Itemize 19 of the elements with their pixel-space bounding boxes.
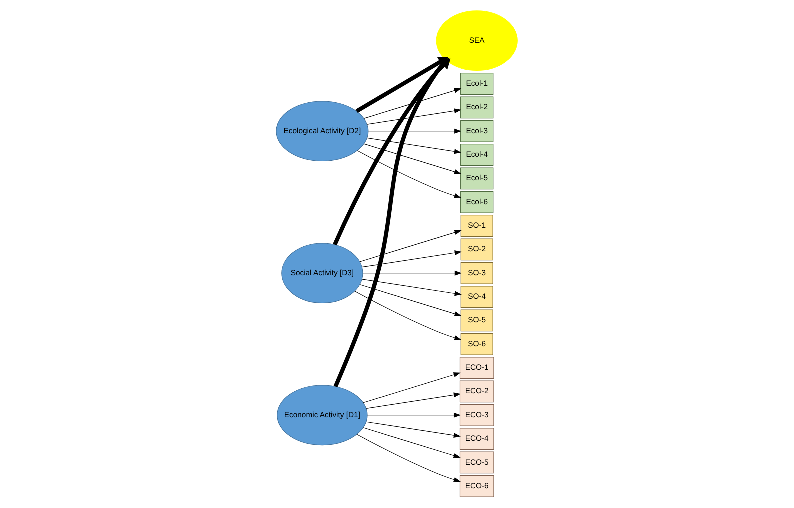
arrow — [357, 150, 462, 198]
arrow — [367, 108, 462, 125]
arrow — [366, 422, 462, 438]
arrow — [362, 250, 462, 268]
arrow — [367, 138, 462, 154]
arrow — [363, 428, 461, 458]
arrow — [363, 372, 461, 404]
arrow — [356, 434, 462, 482]
arrow — [364, 144, 462, 174]
arrow — [356, 57, 448, 114]
arrow — [360, 284, 462, 316]
arrow — [366, 392, 462, 409]
arrow — [362, 279, 462, 296]
arrow — [360, 230, 462, 262]
arrow — [354, 291, 462, 340]
arrow — [364, 88, 462, 119]
arrow — [368, 128, 462, 134]
arrow — [367, 412, 462, 418]
arrow — [362, 270, 462, 276]
